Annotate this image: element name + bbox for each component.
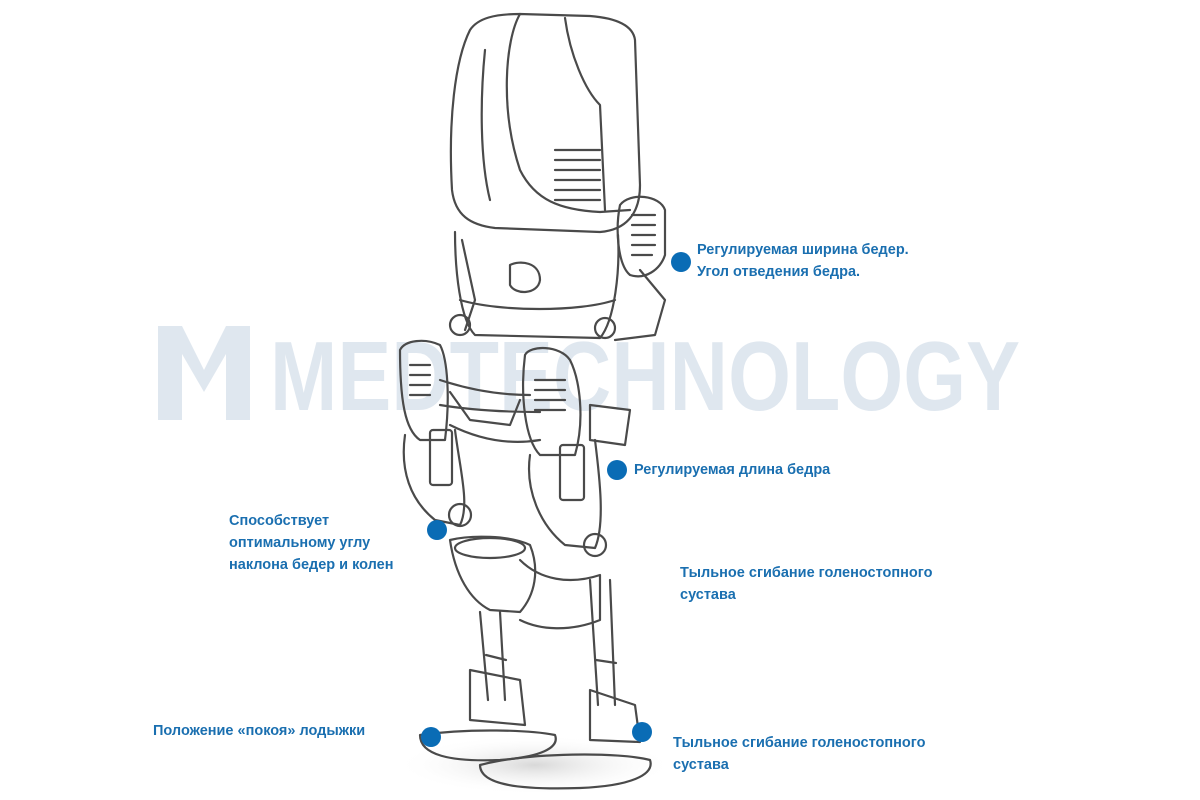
optimal-angle-line-3: наклона бедер и колен (229, 557, 394, 573)
hip-width-line-2: Угол отведения бедра. (697, 264, 861, 280)
dorsiflexion-upper-line-2: сустава (680, 587, 736, 603)
dorsiflexion-upper-label: Тыльное сгибание голеностопного сустава (680, 562, 932, 606)
ankle-rest-label: Положение «покоя» лодыжки (153, 720, 365, 742)
right-thigh-pad (522, 347, 582, 457)
left-thigh-pad (398, 339, 449, 442)
optimal-angle-line-1: Способствует (229, 513, 330, 529)
right-lower-leg (588, 578, 617, 707)
dorsiflexion-lower-dot (632, 722, 652, 742)
right-foot (478, 753, 652, 790)
hip-band (453, 230, 620, 340)
right-upper-leg (528, 438, 602, 550)
optimal-angle-line-2: оптимальному углу (229, 535, 371, 551)
thigh-length-label: Регулируемая длина бедра (634, 459, 830, 481)
optimal-angle-dot (427, 520, 447, 540)
ankle-rest-line-1: Положение «покоя» лодыжки (153, 723, 366, 739)
dorsiflexion-upper-line-1: Тыльное сгибание голеностопного (680, 565, 933, 581)
hip-width-line-1: Регулируемая ширина бедер. (697, 242, 909, 258)
left-foot (418, 729, 557, 762)
thigh-length-line-1: Регулируемая длина бедра (634, 462, 831, 478)
floor-shadow (395, 735, 675, 795)
dorsiflexion-lower-line-1: Тыльное сгибание голеностопного (673, 735, 926, 751)
watermark-logo: MEDTECHNOLOGY (158, 321, 1020, 428)
left-lower-leg (478, 610, 507, 702)
dorsiflexion-lower-line-2: сустава (673, 757, 729, 773)
thigh-length-dot (607, 460, 627, 480)
watermark-text: MEDTECHNOLOGY (270, 321, 1020, 428)
optimal-angle-label: Способствует оптимальному углу наклона б… (229, 510, 394, 576)
hip-width-dot (671, 252, 691, 272)
ankle-rest-dot (421, 727, 441, 747)
dorsiflexion-lower-label: Тыльное сгибание голеностопного сустава (673, 732, 925, 776)
hip-width-label: Регулируемая ширина бедер. Угол отведени… (697, 239, 909, 283)
left-upper-leg (402, 428, 466, 527)
